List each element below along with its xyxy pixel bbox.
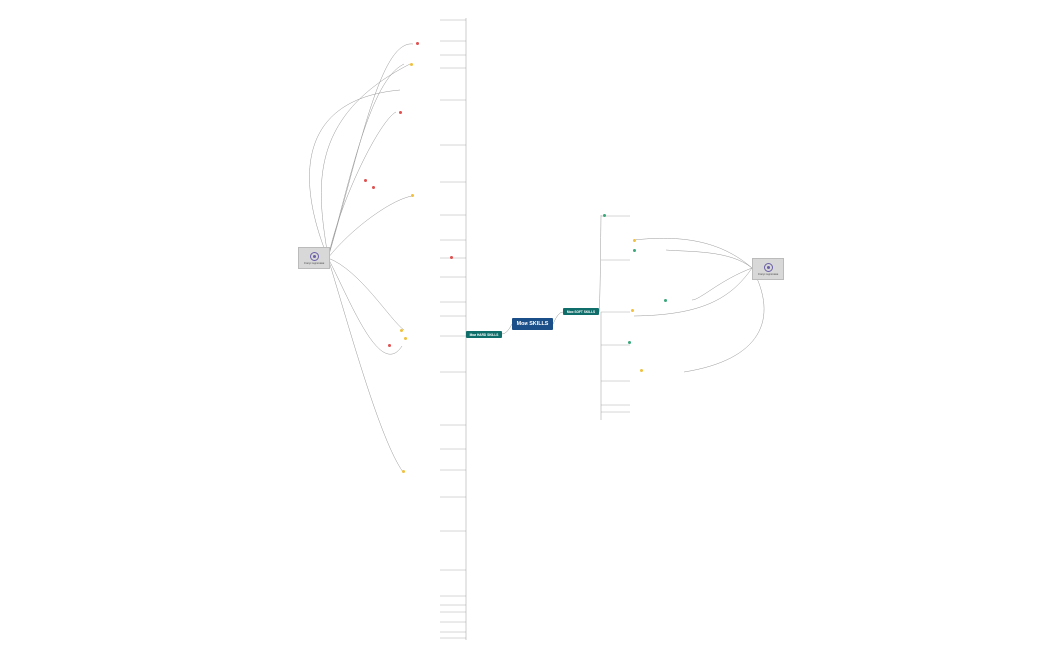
- priority-marker-icon: [640, 369, 643, 372]
- priority-marker-icon: [633, 239, 636, 242]
- priority-marker-icon: [450, 256, 453, 259]
- soft-skills-node[interactable]: Мои SOFT SKILLS: [563, 308, 599, 315]
- root-node[interactable]: Мои SKILLS: [512, 318, 553, 330]
- goal-node-left[interactable]: Статус подготовки: [298, 247, 330, 269]
- hard-skills-node[interactable]: Мои HARD SKILLS: [466, 331, 502, 338]
- priority-marker-icon: [399, 111, 402, 114]
- priority-marker-icon: [372, 186, 375, 189]
- target-icon: [763, 262, 773, 272]
- target-icon: [309, 251, 319, 261]
- priority-marker-icon: [388, 344, 391, 347]
- priority-marker-icon: [633, 249, 636, 252]
- priority-marker-icon: [404, 337, 407, 340]
- priority-marker-icon: [664, 299, 667, 302]
- priority-marker-icon: [402, 470, 405, 473]
- priority-marker-icon: [603, 214, 606, 217]
- goal-label: Статус подготовки: [757, 272, 779, 276]
- priority-marker-icon: [410, 63, 413, 66]
- priority-marker-icon: [631, 309, 634, 312]
- priority-marker-icon: [416, 42, 419, 45]
- priority-marker-icon: [364, 179, 367, 182]
- goal-label: Статус подготовки: [303, 261, 325, 265]
- priority-marker-icon: [628, 341, 631, 344]
- priority-marker-icon: [400, 329, 403, 332]
- priority-marker-icon: [411, 194, 414, 197]
- goal-node-right[interactable]: Статус подготовки: [752, 258, 784, 280]
